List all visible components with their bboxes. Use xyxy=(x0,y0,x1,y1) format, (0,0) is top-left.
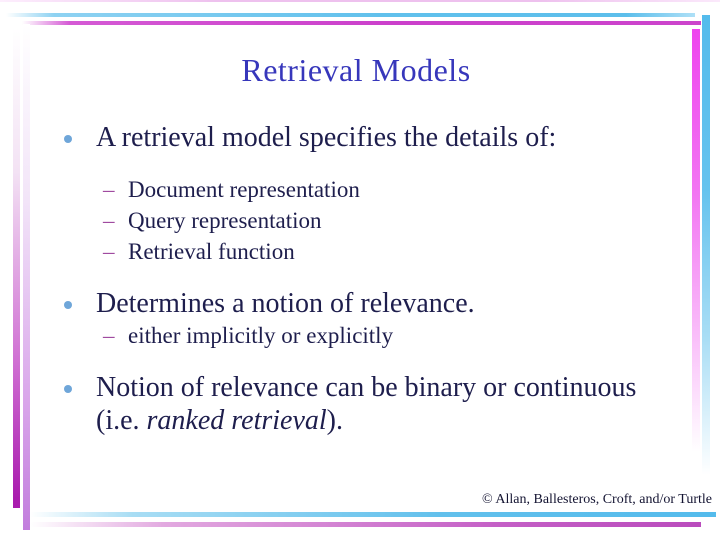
right-magenta-stripe xyxy=(692,29,700,499)
bullet-item-2: Determines a notion of relevance. xyxy=(64,287,475,320)
sub-bullet-item: – Document representation xyxy=(103,174,360,205)
bullet-item-1: A retrieval model specifies the details … xyxy=(64,121,556,154)
bullet-item-3: Notion of relevance can be binary or con… xyxy=(64,371,636,437)
bullet-text-line1: Notion of relevance can be binary or con… xyxy=(96,372,637,403)
bullet-text: Determines a notion of relevance. xyxy=(96,288,475,319)
copyright-credit: © Allan, Ballesteros, Croft, and/or Turt… xyxy=(482,492,712,507)
sub-bullet-text: either implicitly or explicitly xyxy=(128,323,394,348)
right-cyan-stripe xyxy=(702,15,710,515)
bullet-text-multiline: Notion of relevance can be binary or con… xyxy=(96,371,636,437)
bullet-dot-icon xyxy=(64,385,72,393)
bullet-text-line2: (i.e. ranked retrieval). xyxy=(96,404,636,437)
sub-bullet-text: Document representation xyxy=(128,177,360,202)
left-violet-stripe xyxy=(23,24,30,530)
bottom-cyan-stripe xyxy=(30,512,716,517)
sub-bullet-item: – Retrieval function xyxy=(103,236,360,267)
bullet-text: A retrieval model specifies the details … xyxy=(96,122,557,153)
sub-bullet-text: Query representation xyxy=(128,208,322,233)
line2-italic-phrase: ranked retrieval xyxy=(146,405,327,436)
sub-bullet-item: – either implicitly or explicitly xyxy=(103,320,393,351)
top-pink-line xyxy=(0,0,720,2)
top-magenta-stripe xyxy=(22,21,701,25)
line2-suffix: ). xyxy=(326,405,343,436)
dash-bullet-icon: – xyxy=(103,323,115,348)
top-cyan-stripe xyxy=(6,13,695,17)
sub-bullet-list-2: – either implicitly or explicitly xyxy=(103,320,393,351)
dash-bullet-icon: – xyxy=(103,177,115,202)
line2-prefix: (i.e. xyxy=(96,405,147,436)
bullet-dot-icon xyxy=(64,135,72,143)
left-magenta-stripe xyxy=(13,28,20,508)
bullet-dot-icon xyxy=(64,301,72,309)
sub-bullet-list-1: – Document representation – Query repres… xyxy=(103,174,360,267)
dash-bullet-icon: – xyxy=(103,239,115,264)
sub-bullet-text: Retrieval function xyxy=(128,239,295,264)
dash-bullet-icon: – xyxy=(103,208,115,233)
slide-title: Retrieval Models xyxy=(241,52,471,88)
sub-bullet-item: – Query representation xyxy=(103,205,360,236)
bottom-magenta-stripe xyxy=(30,522,701,527)
